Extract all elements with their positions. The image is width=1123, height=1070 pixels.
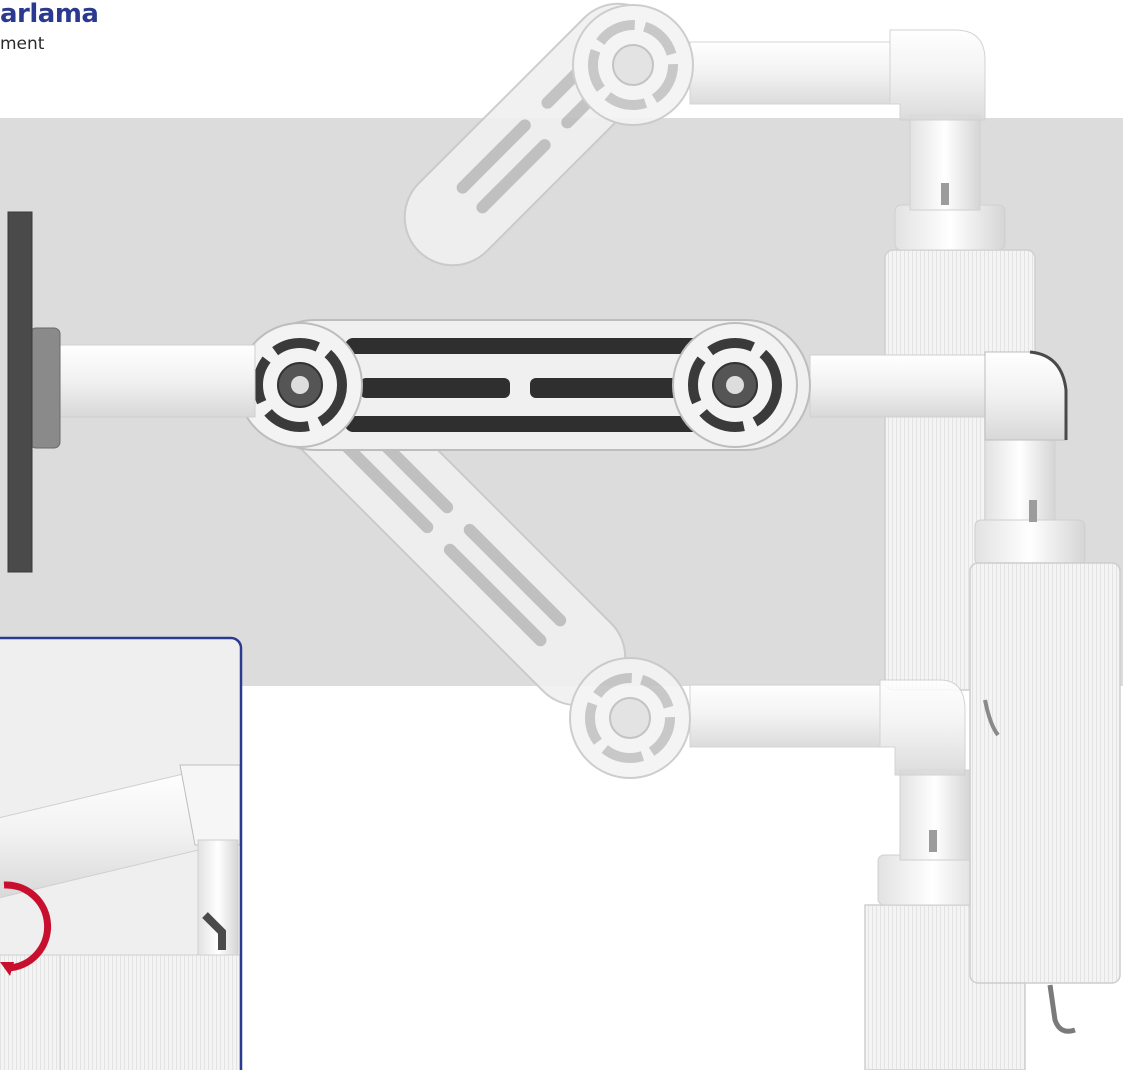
arm-middle-position (237, 319, 1068, 451)
rotation-arrow-icon (3, 881, 52, 972)
arm-upper-position (403, 2, 986, 267)
monitor-mount (7, 211, 256, 573)
column-post-front (969, 439, 1121, 1034)
brand-heading: arlama (0, 0, 99, 29)
rotation-detail-inset (0, 636, 243, 1070)
brand-subheading: ment (0, 34, 45, 54)
